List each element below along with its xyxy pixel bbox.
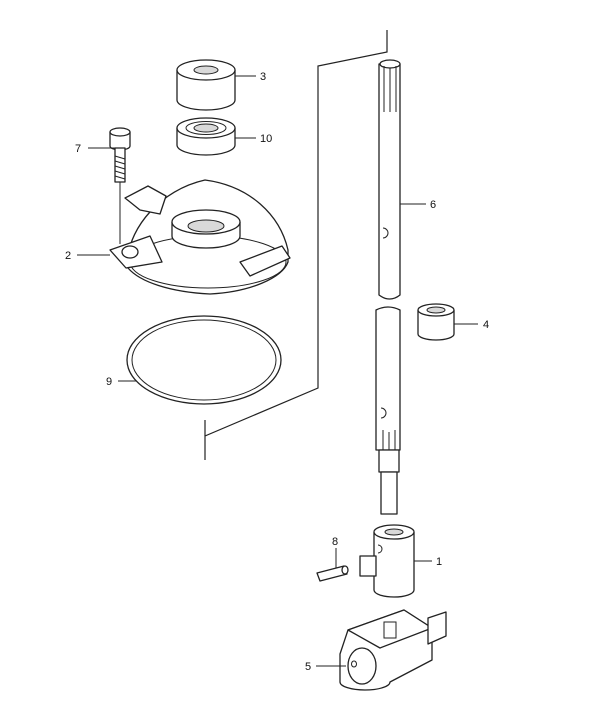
assembly-boundary-frame — [204, 30, 388, 460]
leader-lines — [77, 75, 478, 667]
part-4-spacer[interactable] — [417, 303, 455, 341]
callout-9: 9 — [106, 376, 112, 388]
part-3-bushing[interactable] — [176, 59, 236, 111]
callout-2: 2 — [65, 250, 71, 262]
part-7-bolt[interactable] — [109, 127, 131, 183]
callout-7: 7 — [75, 143, 81, 155]
callout-6: 6 — [430, 199, 436, 211]
callout-5: 5 — [305, 661, 311, 673]
part-6-shaft[interactable] — [375, 59, 401, 515]
part-9-o-ring[interactable] — [126, 315, 282, 405]
callout-1: 1 — [436, 556, 442, 568]
part-1-coupler[interactable] — [359, 524, 415, 598]
callout-8: 8 — [332, 536, 338, 548]
callout-4: 4 — [483, 319, 489, 331]
part-8-pin[interactable] — [316, 565, 349, 582]
part-10-oil-seal[interactable] — [176, 117, 236, 156]
part-5-clutch-block[interactable] — [339, 609, 447, 691]
part-2-housing[interactable] — [109, 179, 291, 295]
callout-3: 3 — [260, 71, 266, 83]
callout-labels: 3 10 7 2 9 6 4 1 8 5 — [65, 71, 489, 673]
callout-10: 10 — [260, 133, 272, 145]
